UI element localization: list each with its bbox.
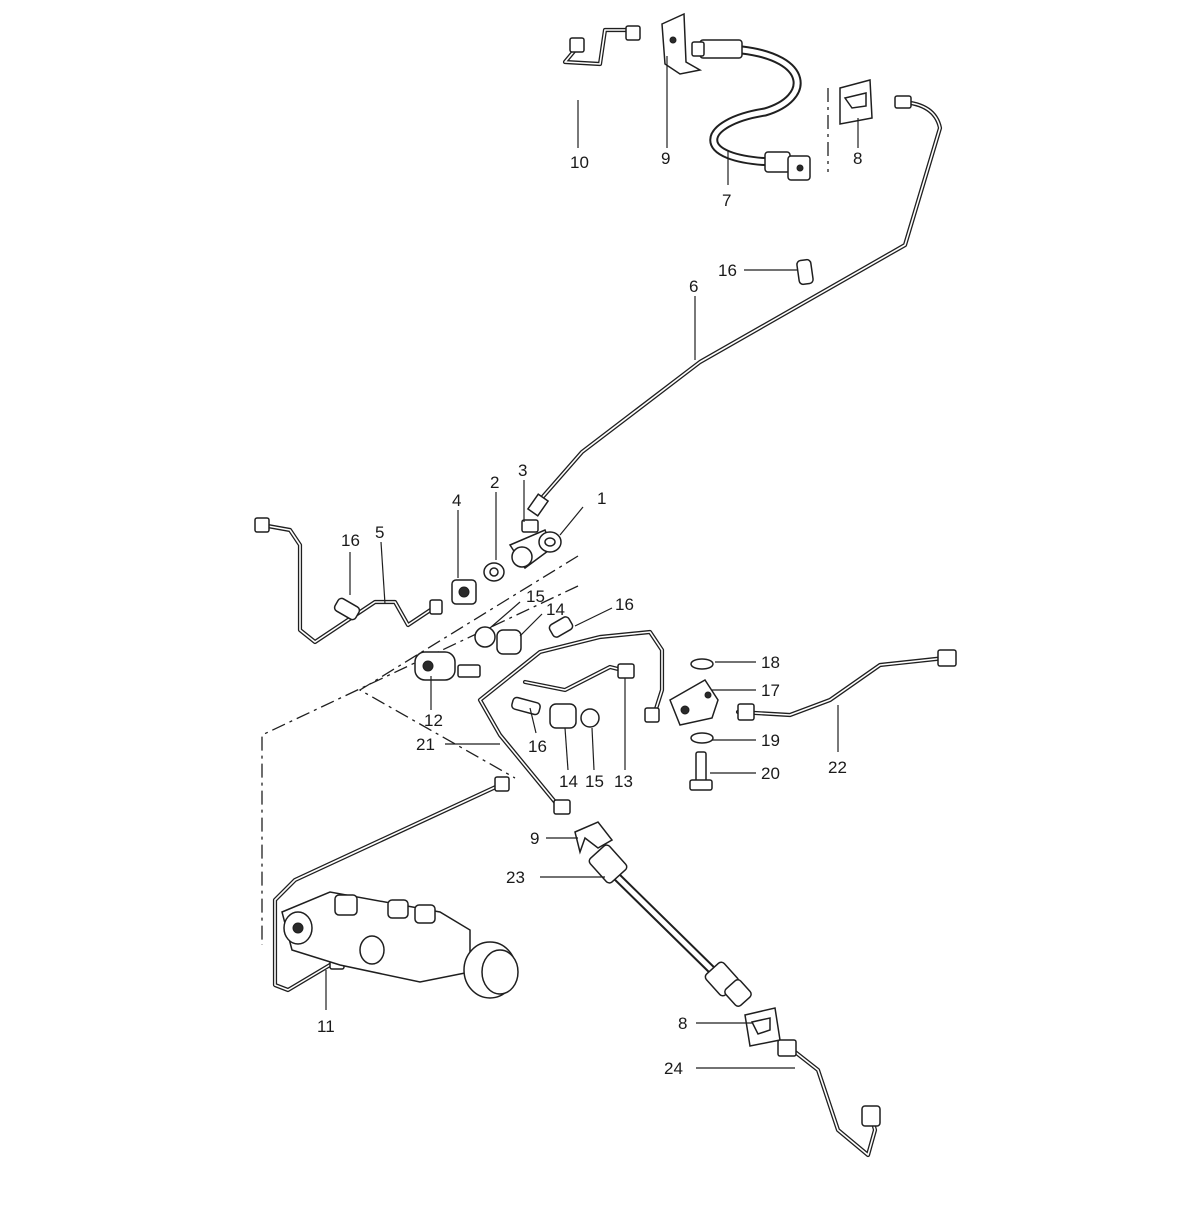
sleeve-16-left [333, 597, 361, 621]
brake-hose-23 [588, 844, 752, 1007]
callout-16-low: 16 [528, 737, 547, 756]
callout-24: 24 [664, 1059, 683, 1078]
callout-4: 4 [452, 491, 461, 510]
callout-14-low: 14 [559, 772, 578, 791]
callout-19: 19 [761, 731, 780, 750]
callout-11: 11 [317, 1017, 335, 1036]
callout-9-top: 9 [661, 149, 670, 168]
callout-20: 20 [761, 764, 780, 783]
callout-8-low: 8 [678, 1014, 687, 1033]
callout-2: 2 [490, 473, 499, 492]
brake-line-6 [526, 95, 943, 517]
master-cylinder [281, 891, 519, 999]
brake-hose-7 [691, 39, 811, 181]
bracket-9-lower [574, 821, 614, 855]
callout-12: 12 [424, 711, 443, 730]
banjo-assembly-1-4 [451, 519, 562, 605]
callout-3: 3 [518, 461, 527, 480]
bracket-9-top [661, 12, 703, 75]
callout-8-top: 8 [853, 149, 862, 168]
callout-labels: 10 9 7 8 16 6 3 2 1 4 5 16 15 14 16 18 1… [317, 149, 862, 1078]
callout-14-top: 14 [546, 600, 565, 619]
callout-22: 22 [828, 758, 847, 777]
brake-line-24 [777, 1039, 881, 1158]
bent-pipe-10 [562, 25, 641, 67]
retaining-clip-8-top [839, 79, 873, 125]
callout-15-low: 15 [585, 772, 604, 791]
callout-23: 23 [506, 868, 525, 887]
mid-fittings [414, 616, 600, 729]
callout-9-low: 9 [530, 829, 539, 848]
callout-13: 13 [614, 772, 633, 791]
callout-16-top: 16 [718, 261, 737, 280]
sleeve-16-top [796, 258, 814, 286]
callout-18: 18 [761, 653, 780, 672]
callout-16-left: 16 [341, 531, 360, 550]
tee-piece-17 [669, 658, 719, 791]
callout-1: 1 [597, 489, 606, 508]
callout-7: 7 [722, 191, 731, 210]
assembly-guide-lines [261, 88, 829, 945]
callout-10: 10 [570, 153, 589, 172]
brake-line-5 [254, 517, 443, 645]
callout-16-mid: 16 [615, 595, 634, 614]
brake-line-22 [735, 649, 957, 721]
callout-21: 21 [416, 735, 435, 754]
brake-line-21 [477, 629, 665, 815]
callout-6: 6 [689, 277, 698, 296]
callout-5: 5 [375, 523, 384, 542]
callout-15-top: 15 [526, 587, 545, 606]
leader-lines [325, 56, 859, 1069]
callout-17: 17 [761, 681, 780, 700]
retaining-clip-8-lower [744, 1007, 781, 1047]
